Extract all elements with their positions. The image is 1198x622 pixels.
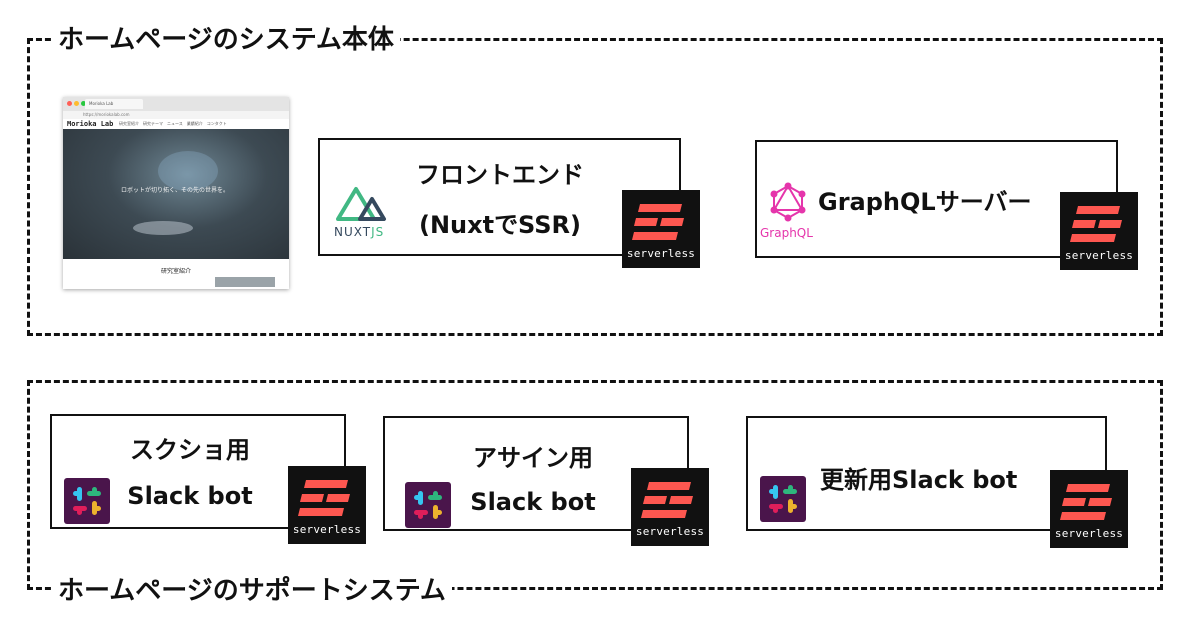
support-system-group-title: ホームページのサポートシステム [52,574,452,608]
support-system-group [27,380,1163,590]
nuxt-logo-text: NUXT [334,225,372,239]
slack-logo-icon [760,476,806,522]
update-bot-title: 更新用Slack bot [820,466,1018,494]
screenshot-bot-subtitle: Slack bot [127,482,253,510]
close-dot-icon [67,101,72,106]
serverless-logo-icon [1070,206,1122,242]
graphql-logo-icon: GraphQL [760,182,826,242]
frontend-subtitle: (NuxtでSSR) [418,211,582,239]
screenshot-bot-title: スクショ用 [130,436,250,464]
site-hero-image: ロボットが切り拓く、その先の世界を。 [63,129,289,259]
nuxt-logo-accent: JS [371,225,385,239]
browser-tab: Morioka Lab [85,99,143,109]
hero-hand [133,221,193,235]
serverless-label: serverless [1064,249,1134,262]
update-bot-box [746,416,1107,531]
main-system-group-title: ホームページのシステム本体 [52,23,400,57]
site-nav-links: 研究室紹介 研究テーマ ニュース 業績紹介 コンタクト [119,121,227,126]
main-system-group [27,38,1163,336]
serverless-screenshot-bot: serverless [288,466,366,544]
maximize-dot-icon [81,101,86,106]
graphql-box [755,140,1118,258]
serverless-label: serverless [635,525,705,538]
serverless-graphql: serverless [1060,192,1138,270]
browser-chrome: Morioka Lab [63,97,289,112]
site-section: 研究室紹介 [63,259,289,289]
serverless-label: serverless [626,247,696,260]
minimize-dot-icon [74,101,79,106]
serverless-logo-icon [632,204,684,240]
serverless-logo-icon [641,482,693,518]
slack-logo-icon [405,482,451,528]
assign-bot-subtitle: Slack bot [470,488,596,516]
hero-text: ロボットが切り拓く、その先の世界を。 [121,187,230,194]
serverless-frontend: serverless [622,190,700,268]
serverless-label: serverless [1054,527,1124,540]
serverless-label: serverless [292,523,362,536]
site-nav: Morioka Lab 研究室紹介 研究テーマ ニュース 業績紹介 コンタクト [63,119,289,129]
frontend-box [318,138,681,256]
site-logo: Morioka Lab [67,120,114,128]
frontend-title: フロントエンド [416,161,584,189]
slack-logo-icon [64,478,110,524]
graphql-logo-text: GraphQL [760,226,813,240]
hero-glow [158,151,218,191]
graphql-title: GraphQLサーバー [818,188,1032,216]
nuxtjs-logo-icon: NUXTJS [332,185,396,243]
serverless-assign-bot: serverless [631,468,709,546]
serverless-update-bot: serverless [1050,470,1128,548]
serverless-logo-icon [298,480,350,516]
section-image [215,277,275,287]
section-title: 研究室紹介 [160,268,191,275]
serverless-logo-icon [1060,484,1112,520]
assign-bot-title: アサイン用 [473,444,593,472]
homepage-screenshot: Morioka Lab https://moriokalab.com Morio… [63,97,289,289]
